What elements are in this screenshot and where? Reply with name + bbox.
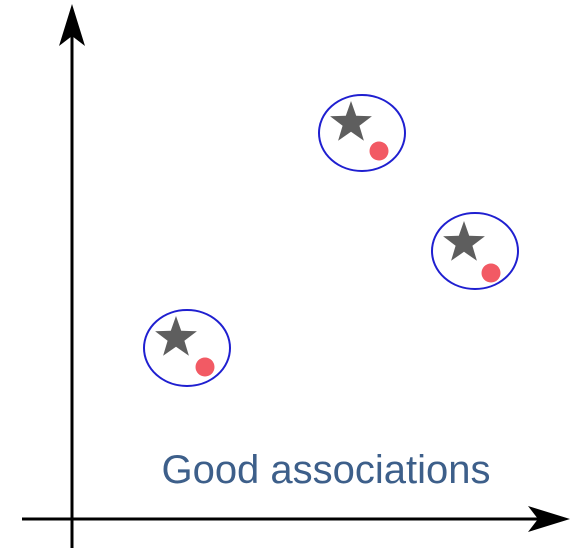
y-axis-arrowhead [59, 4, 85, 46]
association-ellipse [318, 94, 406, 172]
dot-icon [369, 141, 389, 161]
axes [22, 4, 570, 548]
star-icon [443, 221, 485, 261]
dot-icon [195, 357, 215, 377]
star-icon [330, 101, 372, 141]
x-axis-arrowhead [528, 506, 570, 532]
association-group-right [431, 212, 519, 290]
dot-icon [481, 263, 501, 283]
association-ellipse [143, 309, 231, 387]
association-ellipse [431, 212, 519, 290]
star-icon [155, 316, 197, 356]
association-group-bottom-left [143, 309, 231, 387]
caption-text: Good associations [161, 448, 490, 492]
association-group-top [318, 94, 406, 172]
